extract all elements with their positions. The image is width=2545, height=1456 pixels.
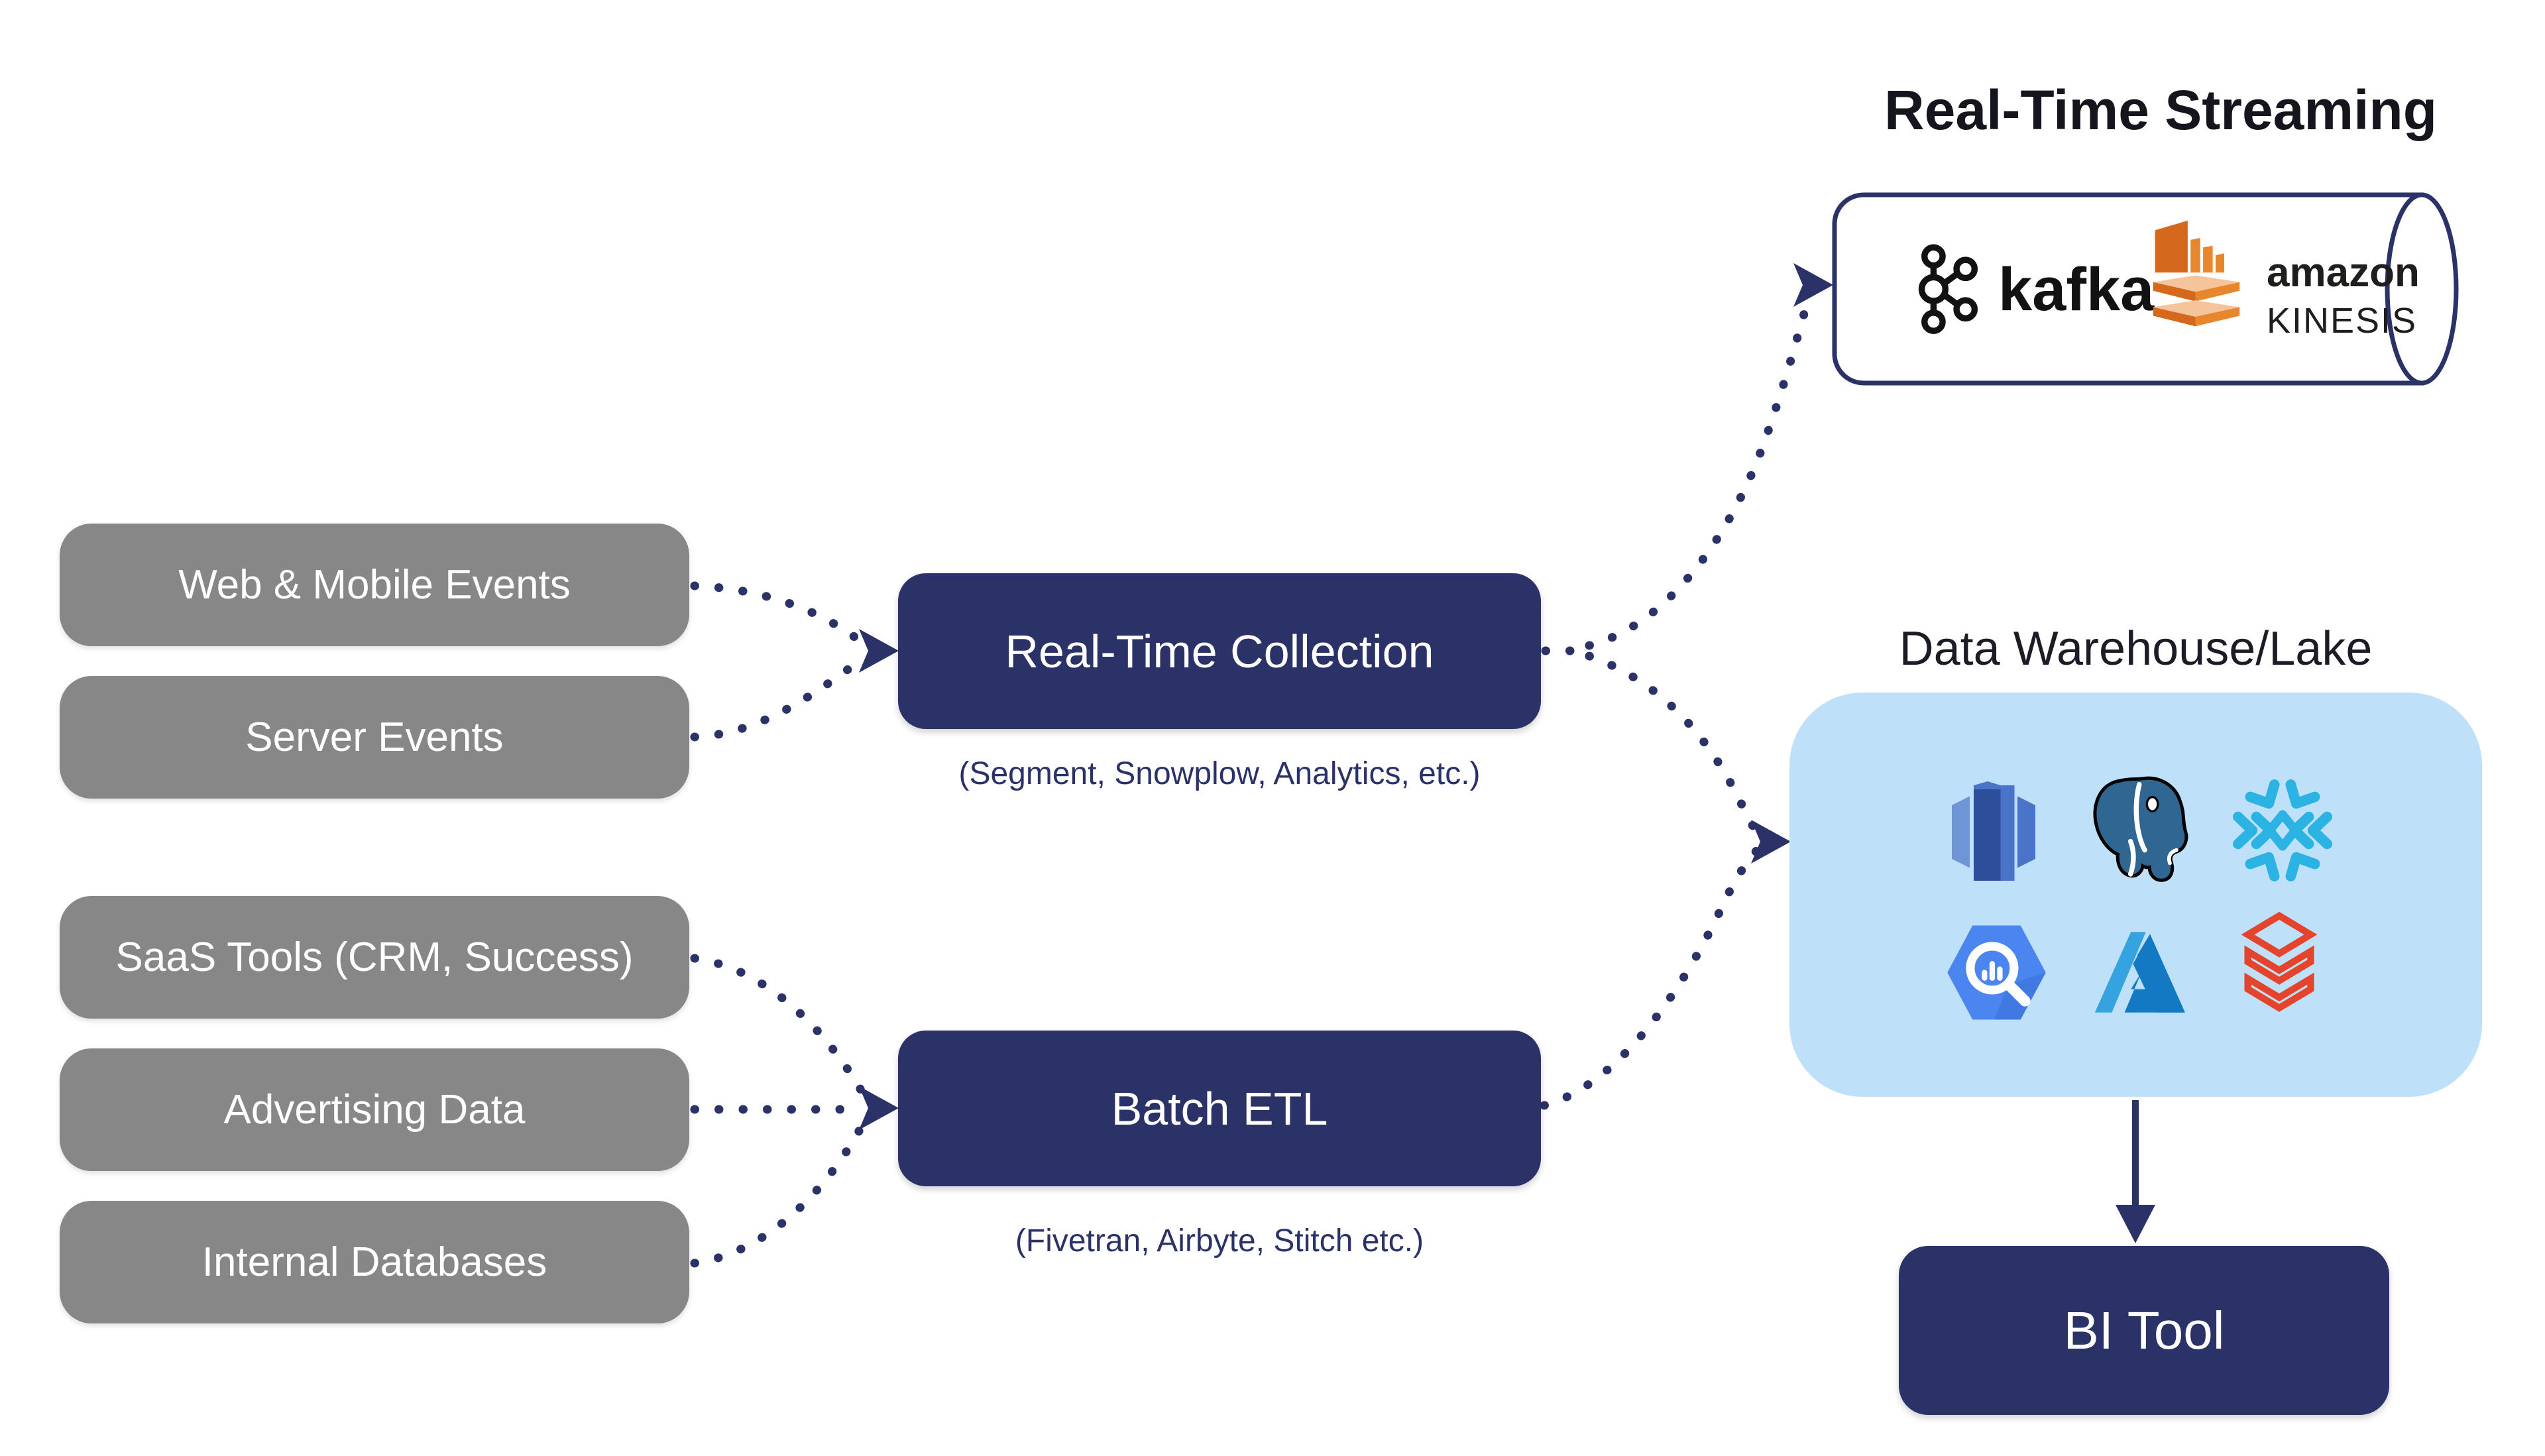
arrow-warehouse-to-bi: [2116, 1100, 2155, 1243]
arrowhead-into-batch: [859, 1086, 899, 1130]
source-advertising-data: Advertising Data: [60, 1048, 689, 1171]
bigquery-icon: [1947, 925, 2046, 1020]
edge-batch-to-warehouse: [1540, 845, 1762, 1110]
bi-tool-label: BI Tool: [2063, 1300, 2225, 1360]
arrowhead-into-warehouse: [1751, 820, 1791, 864]
amazon-kinesis-logo: amazon KINESIS: [2153, 220, 2420, 341]
source-internal-databases: Internal Databases: [60, 1201, 689, 1323]
realtime-collection-label: Real-Time Collection: [1005, 625, 1434, 677]
source-web-mobile-events: Web & Mobile Events: [60, 524, 689, 646]
warehouse-title: Data Warehouse/Lake: [1899, 622, 2373, 675]
edge-saas-to-batch: [690, 954, 868, 1098]
arrowhead-into-rtc: [859, 629, 899, 673]
dotted-connectors: [690, 287, 1815, 1268]
snowflake-icon: [2233, 779, 2332, 881]
kinesis-icon: [2153, 220, 2240, 327]
warehouse-box: [1789, 693, 2482, 1097]
source-label: Internal Databases: [201, 1239, 547, 1285]
batch-etl-subtitle: (Fivetran, Airbyte, Stitch etc.): [1015, 1223, 1424, 1259]
source-saas-tools: SaaS Tools (CRM, Success): [60, 896, 689, 1019]
source-server-events: Server Events: [60, 676, 689, 799]
realtime-collection-subtitle: (Segment, Snowplow, Analytics, etc.): [958, 756, 1481, 791]
edge-server-to-rtc: [690, 657, 864, 742]
streaming-title: Real-Time Streaming: [1884, 79, 2438, 141]
redshift-icon: [1952, 781, 2035, 881]
streaming-cylinder: [1832, 192, 2459, 386]
edge-webmobile-to-rtc: [690, 581, 864, 645]
postgresql-icon: [2093, 776, 2188, 882]
azure-icon: [2094, 932, 2185, 1013]
bi-tool-box: BI Tool: [1899, 1246, 2389, 1415]
kafka-wordmark: kafka: [1998, 256, 2155, 323]
batch-etl-box: Batch ETL: [898, 1031, 1541, 1186]
amazon-wordmark: amazon: [2267, 250, 2420, 296]
edge-internaldb-to-batch: [690, 1119, 868, 1268]
arrowheads: [859, 263, 1833, 1130]
kafka-icon: [1918, 244, 1978, 334]
source-label: Server Events: [245, 714, 504, 760]
kafka-logo: kafka: [1918, 244, 2155, 334]
databricks-icon: [2241, 911, 2318, 1012]
source-label: Web & Mobile Events: [178, 562, 571, 608]
arrowhead-into-streaming: [1793, 263, 1833, 307]
source-label: Advertising Data: [223, 1087, 526, 1133]
edge-rtc-to-streaming: [1585, 287, 1815, 650]
edge-rtc-to-warehouse: [1585, 651, 1766, 842]
source-label: SaaS Tools (CRM, Success): [115, 934, 634, 980]
realtime-collection-box: Real-Time Collection: [898, 573, 1541, 729]
batch-etl-label: Batch ETL: [1111, 1082, 1328, 1135]
kinesis-wordmark: KINESIS: [2267, 301, 2417, 341]
